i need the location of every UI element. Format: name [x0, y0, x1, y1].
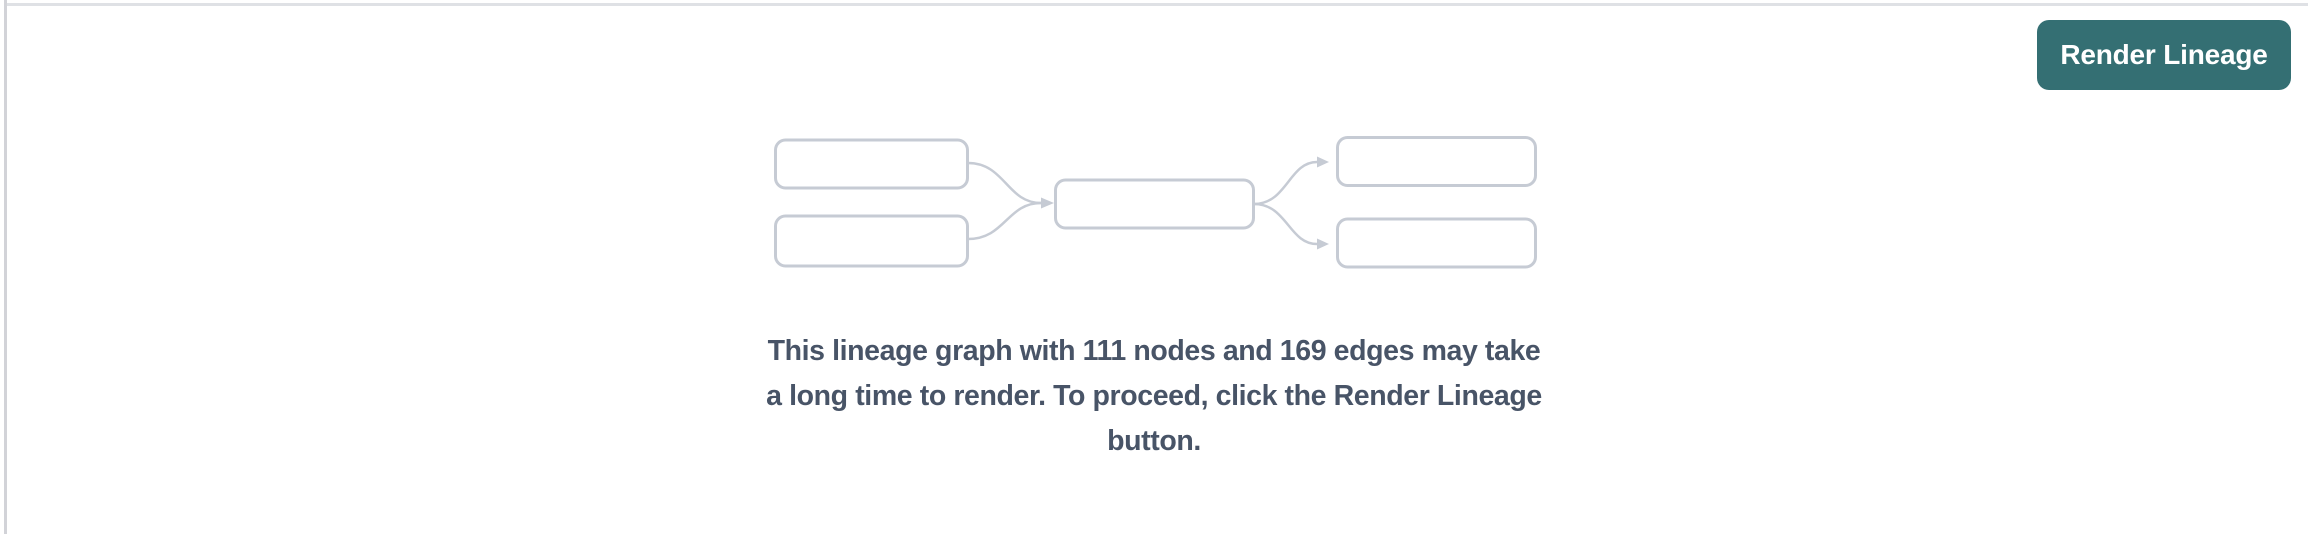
render-warning-message: This lineage graph with 111 nodes and 16…	[766, 329, 1542, 464]
placeholder-edge	[966, 161, 1043, 205]
placeholder-edge	[1252, 202, 1319, 246]
message-line: a long time to render. To proceed, click…	[766, 380, 1542, 412]
render-lineage-button[interactable]: Render Lineage	[2037, 20, 2291, 90]
placeholder-node	[1054, 178, 1255, 230]
message-line: button.	[1107, 425, 1201, 457]
panel-top-border	[4, 3, 2308, 6]
placeholder-edge	[1252, 160, 1319, 206]
mini-lineage-diagram-icon	[774, 136, 1537, 269]
placeholder-node	[1336, 217, 1537, 269]
placeholder-edge	[966, 201, 1043, 241]
arrowhead-icon	[1317, 156, 1329, 168]
message-line: This lineage graph with 111 nodes and 16…	[767, 335, 1541, 367]
arrowhead-icon	[1041, 197, 1054, 209]
panel-left-border	[4, 0, 7, 534]
placeholder-node	[1336, 136, 1537, 187]
placeholder-node	[774, 214, 969, 268]
placeholder-node	[774, 138, 969, 190]
arrowhead-icon	[1317, 238, 1329, 250]
